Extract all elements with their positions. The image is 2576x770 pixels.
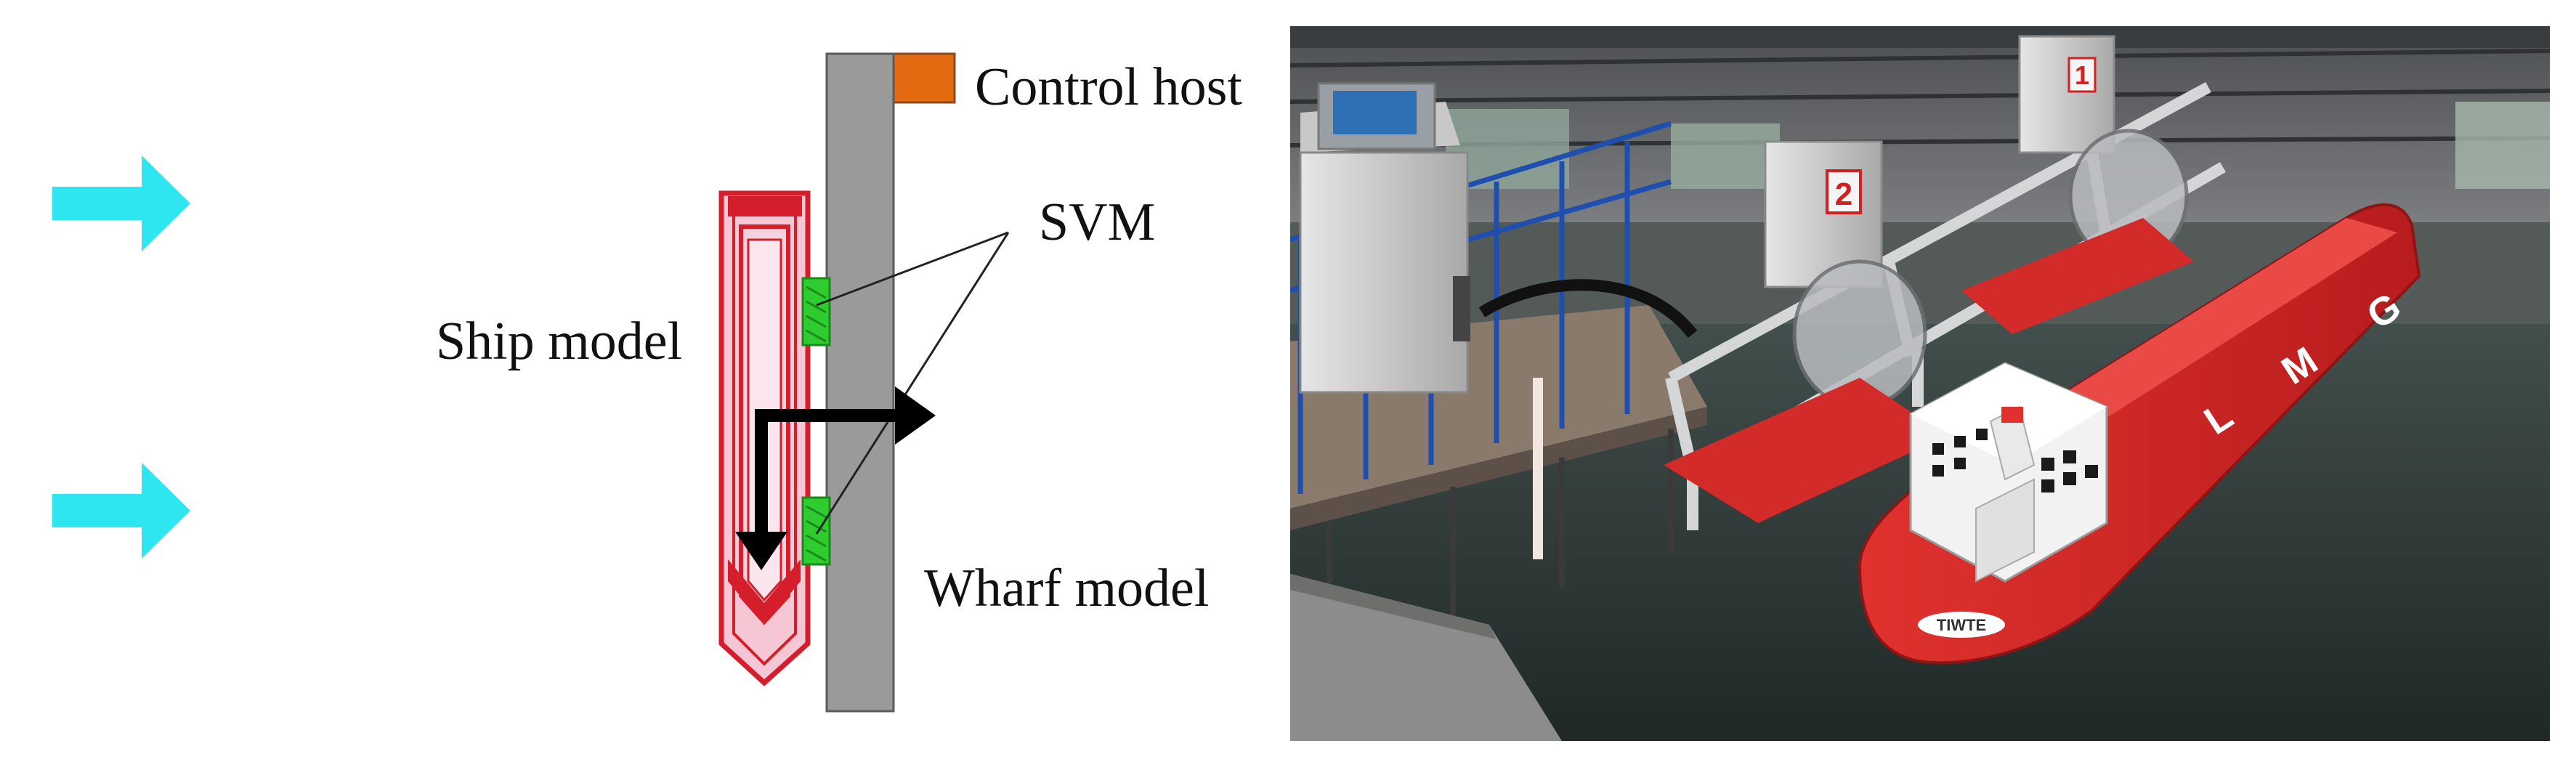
arrow-down-icon (735, 532, 787, 570)
wharf-column (825, 52, 895, 713)
ship-superstructure (1909, 362, 2108, 583)
svm-label: SVM (1039, 192, 1155, 252)
test-setup-photo: 2 1 L M G TIWTE (1290, 26, 2550, 741)
wharf-model-label: Wharf model (924, 559, 1209, 618)
svm-leader-line (815, 232, 1010, 535)
schematic: Control host SVM Ship model (52, 52, 1242, 713)
tank-label-2: 2 (1835, 177, 1852, 212)
svm-leader-line (816, 231, 1009, 307)
tank-label-1: 1 (2075, 60, 2089, 90)
control-host-label: Control host (975, 57, 1242, 117)
brand-label: TIWTE (1937, 616, 1986, 634)
force-arrows (735, 386, 936, 570)
flow-arrow-icon (52, 155, 190, 251)
arrow-right-icon (895, 386, 936, 445)
flow-arrow-icon (52, 463, 190, 559)
ship-model-label: Ship model (436, 312, 682, 371)
